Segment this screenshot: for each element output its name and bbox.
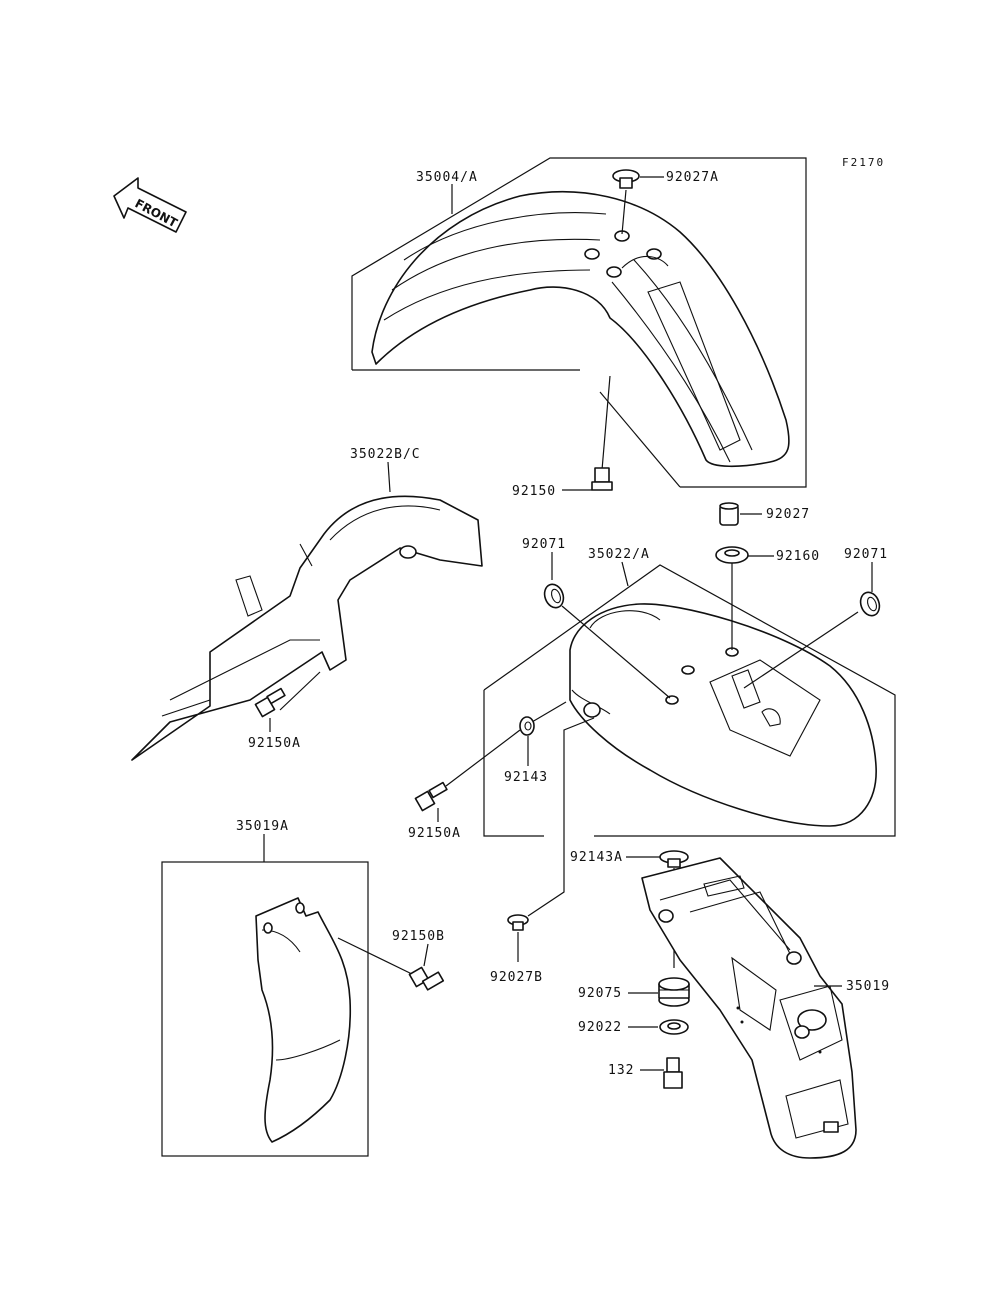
callout-rear-fender-bracket: 35019 [846, 979, 890, 994]
callout-collar-top: 92027 [766, 507, 810, 522]
callout-mud-guard-a: 35019A [236, 819, 289, 834]
front-fender-frame [351, 157, 807, 488]
mud-guard-part [255, 897, 352, 1143]
rear-bracket-group: 92143A 35019 92027B [490, 850, 890, 1159]
front-arrow-icon: FRONT [113, 177, 187, 233]
callout-front-fender-bolt: 92150 [512, 484, 556, 499]
callout-bolt-132: 132 [608, 1063, 634, 1078]
washer-icon [715, 546, 749, 564]
rear-fender-part [569, 603, 877, 827]
callout-rear-fender-a: 35022/A [588, 547, 650, 562]
bolt-icon [414, 781, 448, 812]
rear-flap-part [131, 495, 483, 761]
callout-bolt-mid: 92150A [408, 826, 461, 841]
front-fender-group: 35004/A 92027A 92150 [351, 157, 807, 499]
callout-flap-bolt-left: 92150A [248, 736, 301, 751]
callout-grommet-right: 92071 [844, 547, 888, 562]
cap-icon [612, 169, 640, 189]
callout-rear-flap: 35022B/C [350, 447, 421, 462]
callout-damper-92075: 92075 [578, 986, 622, 1001]
rear-flap-group: 35022B/C 92150A [131, 447, 483, 761]
mud-guard-group: 35019A 92150B [161, 819, 445, 1157]
rear-fender-group: 35022/A 92027 92160 92071 [408, 502, 896, 917]
collar-icon [507, 914, 529, 931]
callout-front-fender-cap: 92027A [666, 170, 719, 185]
callout-grommet-left: 92071 [522, 537, 566, 552]
grommet-icon [543, 583, 565, 609]
bolt-icon [663, 1057, 683, 1089]
bolt-icon [254, 687, 286, 718]
callout-collar-92027b: 92027B [490, 970, 543, 985]
damper-icon [658, 977, 690, 1007]
washer-icon [659, 850, 689, 868]
mud-guard-frame [161, 861, 369, 1157]
callout-washer-92143: 92143 [504, 770, 548, 785]
grommet-icon [859, 591, 881, 617]
washer-icon [519, 716, 535, 736]
callout-front-fender: 35004/A [416, 170, 478, 185]
callout-washer-92143a: 92143A [570, 850, 623, 865]
front-fender-part [371, 191, 790, 468]
bolt-icon [591, 467, 613, 491]
washer-icon [659, 1019, 689, 1035]
figure-code: F2170 [842, 156, 885, 169]
callout-washer-92022: 92022 [578, 1020, 622, 1035]
collar-icon [719, 502, 739, 526]
callout-washer-92160: 92160 [776, 549, 820, 564]
callout-bolt-92150b: 92150B [392, 929, 445, 944]
rear-bracket-part [641, 857, 857, 1159]
bolt-icon [408, 966, 445, 991]
